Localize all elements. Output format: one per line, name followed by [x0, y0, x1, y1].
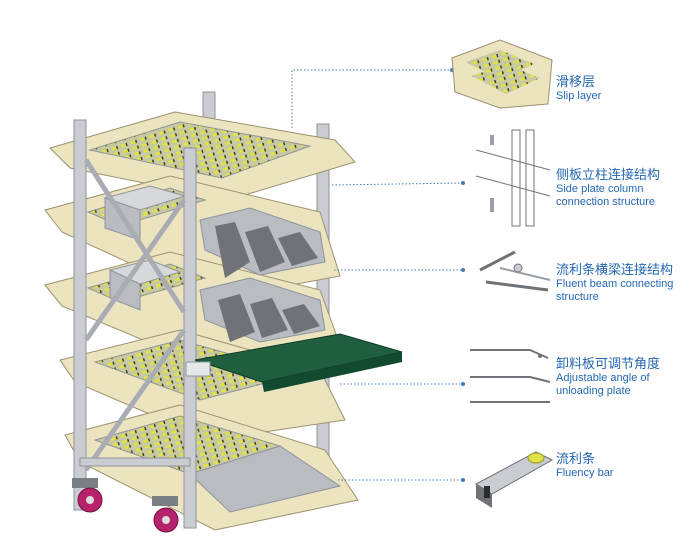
callout-zh: 卸料板可调节角度 [556, 356, 661, 371]
callout-fluency-bar: 流利条 Fluency bar [556, 451, 614, 480]
callout-en: Adjustable angle of [556, 371, 650, 384]
callout-slip-layer: 滑移层 Slip layer [556, 74, 602, 103]
callout-fluent-beam: 流利条横梁连接结构 Fluent beam connecting structu… [556, 262, 674, 303]
callout-en: unloading plate [556, 384, 631, 397]
callout-side-plate: 侧板立柱连接结构 Side plate column connection st… [556, 167, 661, 208]
caster-wheels [72, 478, 179, 533]
thumb-fluency-bar [475, 451, 554, 508]
thumb-adjustable-angle [470, 349, 551, 403]
work-bench [185, 333, 403, 392]
callout-adjustable-angle: 卸料板可调节角度 Adjustable angle of unloading p… [556, 356, 661, 397]
callout-en: Fluency bar [556, 466, 614, 479]
callout-en: Fluent beam connecting [556, 277, 674, 290]
callout-en: Side plate column [556, 182, 644, 195]
callout-zh: 流利条 [556, 451, 596, 466]
shelf-level-1 [49, 111, 356, 201]
storage-bins [103, 185, 326, 343]
front-uprights [73, 119, 197, 529]
callout-zh: 流利条横梁连接结构 [556, 262, 674, 277]
callout-en: Slip layer [556, 89, 602, 102]
callout-en: connection structure [556, 195, 656, 208]
thumb-slip-layer [451, 39, 553, 109]
leader-lines [291, 68, 465, 482]
callout-zh: 侧板立柱连接结构 [556, 167, 661, 182]
thumb-fluent-beam [479, 250, 551, 292]
thumb-side-plate [475, 129, 551, 227]
callout-zh: 滑移层 [556, 74, 596, 89]
callout-en: structure [556, 290, 599, 303]
